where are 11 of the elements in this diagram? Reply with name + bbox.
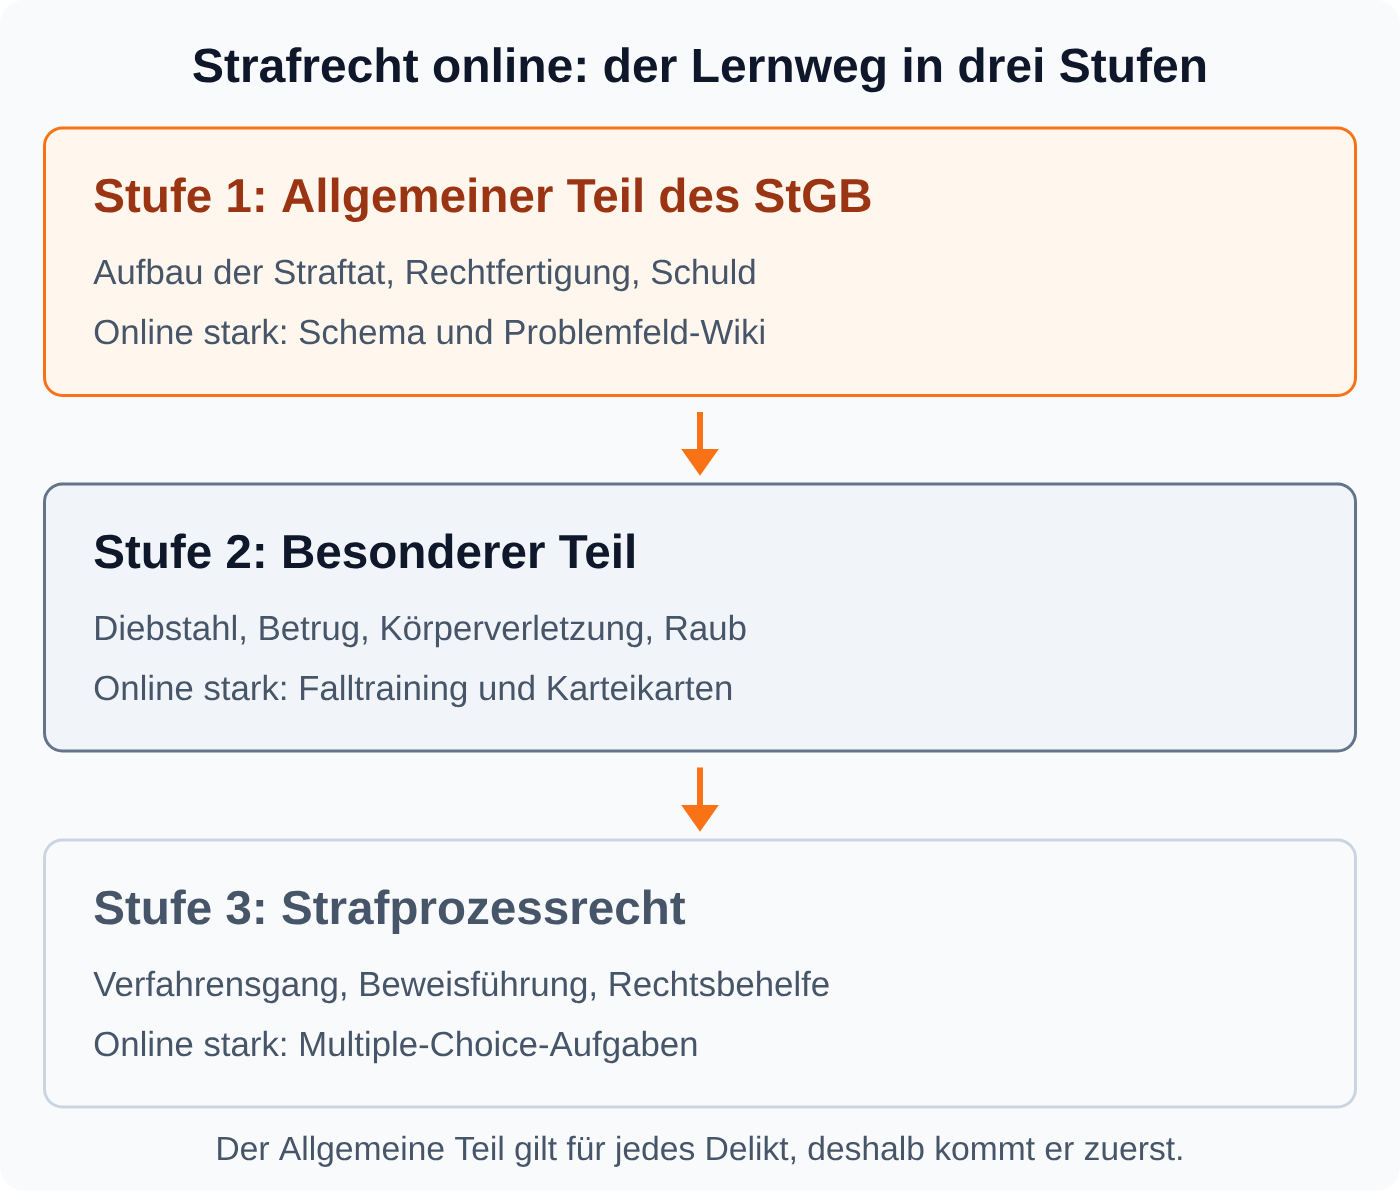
stage-text: Aufbau der Straftat, Rechtfertigung, Schuld — [93, 258, 755, 292]
title: Strafrecht online: der Lernweg in drei Stufen — [193, 47, 1206, 93]
stage-text: Online stark: Multiple-Choice-Aufgaben — [94, 1030, 697, 1064]
stage-text: Online stark: Falltraining und Karteikarten — [94, 674, 732, 708]
stage-heading: Stufe 2: Besonderer Teil — [94, 533, 634, 569]
stage-heading: Stufe 1: Allgemeiner Teil des StGB — [94, 177, 871, 223]
stage-text: Diebstahl, Betrug, Körperverletzung, Raub — [96, 614, 746, 648]
stage-text: Verfahrensgang, Beweisführung, Rechtsbehelfe — [93, 970, 829, 1004]
stage-heading: Stufe 3: Strafprozessrecht — [94, 889, 686, 934]
caption: Der Allgemeine Teil gilt für jedes Delikt, deshalb kommt er zuerst. — [218, 1135, 1182, 1167]
stage-text: Online stark: Schema und Problemfeld-Wiki — [94, 318, 764, 345]
